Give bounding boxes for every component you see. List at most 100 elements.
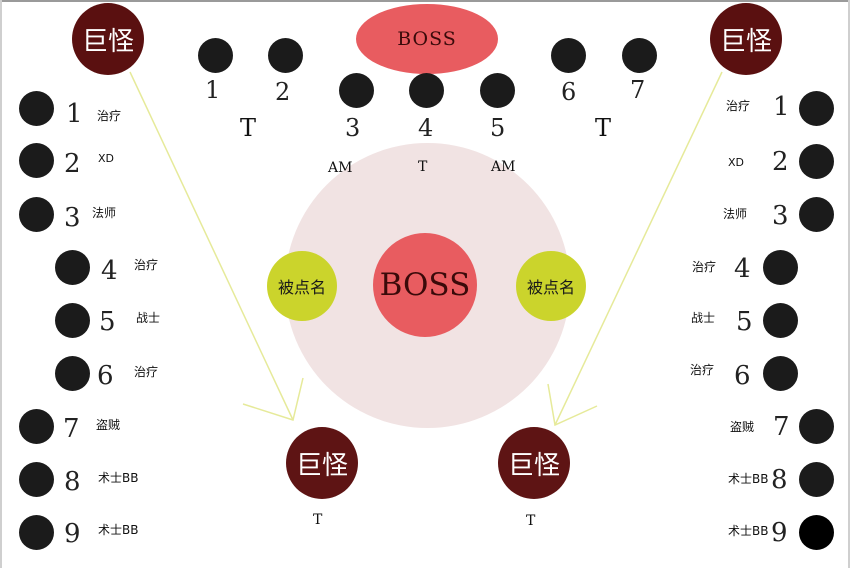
boss-top-label: BOSS [397,28,457,50]
giant-label: 巨怪 [719,26,772,57]
inner-label-am-left: AM [328,160,353,176]
left-player-5-role: 战士 [136,311,161,325]
right-player-1-marker [799,91,834,126]
left-player-3-number: 3 [64,203,81,233]
top-player-5-number: 5 [490,114,506,142]
giant-bottom-right-tank-label: T [526,513,536,529]
left-player-4-number: 4 [101,256,118,286]
right-player-1-number: 1 [773,92,790,122]
right-player-9-number: 9 [771,518,788,548]
top-player-6-number: 6 [561,78,577,106]
right-player-5-number: 5 [736,307,753,337]
top-player-2-number: 2 [275,78,291,106]
boss-center-label: BOSS [379,267,471,303]
right-player-2-number: 2 [772,147,789,177]
top-player-7-number: 7 [630,76,646,104]
left-player-6-number: 6 [97,361,114,391]
named-target-right: 被点名 [516,251,586,321]
giant-bottom-left-tank-label: T [313,512,323,528]
top-player-4-number: 4 [418,114,434,142]
right-player-7-marker [799,409,834,444]
right-player-4-marker [763,250,798,285]
left-player-2-marker [19,143,54,178]
right-player-1-role: 治疗 [726,99,751,113]
left-player-2-number: 2 [64,149,81,179]
right-player-6-number: 6 [734,361,751,391]
top-player-4-marker [409,73,444,108]
boss-center: BOSS [373,233,477,337]
giant-bottom-right: 巨怪 [498,427,570,499]
left-player-3-marker [19,197,54,232]
right-player-6-role: 治疗 [690,363,715,377]
right-player-9-role: 术士BB [728,524,769,538]
left-player-7-number: 7 [63,414,80,444]
right-player-7-role: 盗贼 [730,420,755,434]
giant-label: 巨怪 [295,450,348,481]
right-player-6-marker [763,356,798,391]
named-target-label: 被点名 [277,278,326,297]
left-player-8-number: 8 [64,467,81,497]
frame-left-border [0,0,2,568]
right-player-8-marker [799,462,834,497]
boss-top: BOSS [356,4,498,74]
giant-bottom-left: 巨怪 [286,427,358,499]
tank-label-right: T [595,114,612,142]
right-player-7-number: 7 [773,412,790,442]
left-player-9-number: 9 [64,519,81,549]
top-player-3-marker [339,73,374,108]
left-player-6-role: 治疗 [134,365,159,379]
right-player-5-marker [763,303,798,338]
top-player-2-marker [268,38,303,73]
named-target-label: 被点名 [526,278,575,297]
left-player-7-marker [19,409,54,444]
right-player-5-role: 战士 [691,311,716,325]
inner-label-tank: T [418,159,428,175]
right-player-4-number: 4 [734,254,751,284]
top-player-1-marker [198,38,233,73]
left-player-8-marker [19,462,54,497]
giant-label: 巨怪 [507,450,560,481]
top-player-7-marker [622,38,657,73]
right-player-8-role: 术士BB [728,472,769,486]
top-player-3-number: 3 [345,114,361,142]
arrow-left-shaft [129,71,294,421]
top-player-6-marker [551,38,586,73]
left-player-3-role: 法师 [92,206,117,220]
left-player-5-number: 5 [99,307,116,337]
right-player-9-marker [799,515,834,550]
left-player-4-role: 治疗 [134,258,159,272]
right-player-2-role: XD [728,156,745,169]
right-player-4-role: 治疗 [692,260,717,274]
left-player-1-role: 治疗 [97,109,122,123]
left-player-1-marker [19,91,54,126]
right-player-8-number: 8 [771,465,788,495]
tank-label-left: T [240,114,257,142]
arrow-right-shaft [554,71,723,426]
left-player-7-role: 盗贼 [96,418,121,432]
giant-top-left: 巨怪 [72,3,144,75]
left-player-8-role: 术士BB [98,471,139,485]
arrow-right-head [547,383,598,427]
right-player-3-marker [799,197,834,232]
frame-top-border [0,0,850,2]
top-player-5-marker [480,73,515,108]
giant-top-right: 巨怪 [710,3,782,75]
top-player-1-number: 1 [205,76,221,104]
frame-right-border [848,0,850,568]
left-player-6-marker [55,356,90,391]
left-player-2-role: XD [98,152,115,165]
left-player-9-role: 术士BB [98,523,139,537]
right-player-3-number: 3 [772,201,789,231]
left-player-5-marker [55,303,90,338]
inner-label-am-right: AM [491,159,516,175]
right-player-3-role: 法师 [723,207,748,221]
right-player-2-marker [799,144,834,179]
left-player-4-marker [55,250,90,285]
left-player-1-number: 1 [66,99,83,129]
arrow-left-head [242,377,304,421]
named-target-left: 被点名 [267,251,337,321]
giant-label: 巨怪 [81,26,134,57]
left-player-9-marker [19,515,54,550]
